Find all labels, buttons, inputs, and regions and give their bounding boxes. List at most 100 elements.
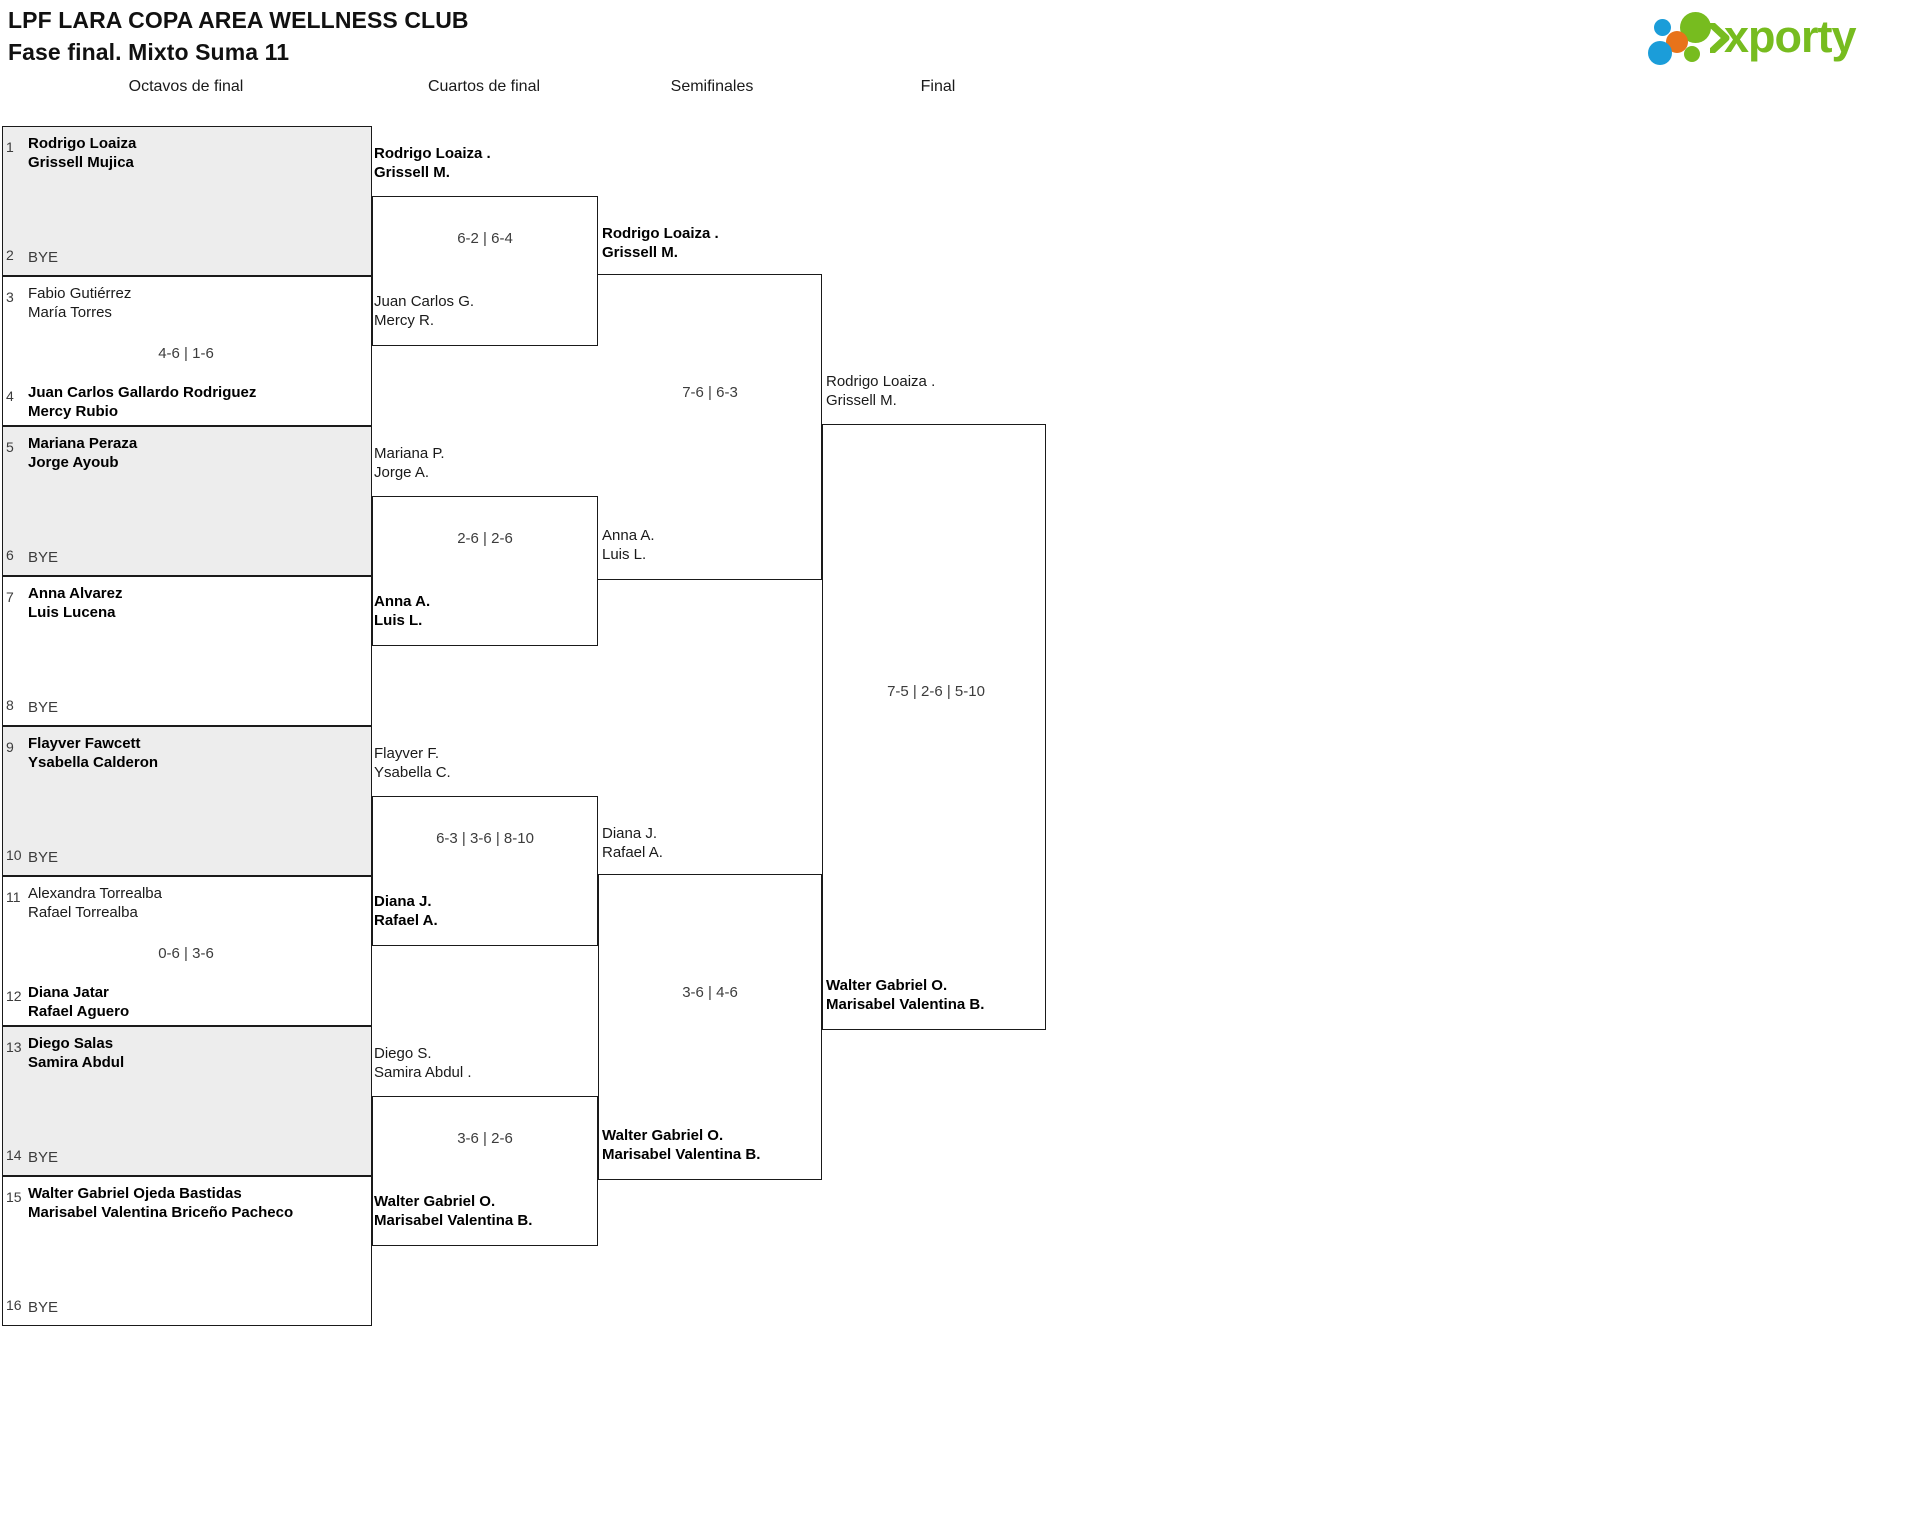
player-2: Marisabel Valentina B.: [374, 1212, 533, 1229]
player-1: Alexandra Torrealba: [28, 885, 162, 902]
player-2: Grissell M.: [602, 244, 678, 261]
r1-seed-1[interactable]: 1 Rodrigo Loaiza Grissell Mujica: [0, 134, 370, 172]
player-2: María Torres: [28, 304, 112, 321]
r1-seed-7[interactable]: 7 Anna Alvarez Luis Lucena: [0, 584, 370, 622]
player-2: Rafael A.: [602, 844, 663, 861]
r1-match-7[interactable]: [2, 1026, 372, 1176]
seed-number: 16: [6, 1297, 22, 1313]
player-1: Anna Alvarez: [28, 585, 123, 602]
r3-score-match2: 3-6 | 4-6: [682, 984, 738, 1001]
seed-players: Anna Alvarez Luis Lucena: [28, 584, 122, 622]
player-1: Walter Gabriel O.: [374, 1193, 496, 1210]
seed-players: Flayver Fawcett Ysabella Calderon: [28, 734, 158, 772]
player-2: Marisabel Valentina B.: [602, 1146, 761, 1163]
seed-number: 4: [6, 388, 14, 404]
player-1: Diana J.: [602, 825, 658, 842]
r1-seed-11[interactable]: 11 Alexandra Torrealba Rafael Torrealba: [0, 884, 370, 922]
r3-slot-3[interactable]: Diana J. Rafael A.: [602, 824, 663, 862]
r1-match-3[interactable]: [2, 426, 372, 576]
xporty-logo[interactable]: xporty: [1648, 7, 1898, 65]
r1-seed-3[interactable]: 3 Fabio Gutiérrez María Torres: [0, 284, 370, 322]
player-2: Grissell Mujica: [28, 154, 134, 171]
r1-seed-5[interactable]: 5 Mariana Peraza Jorge Ayoub: [0, 434, 370, 472]
player-2: Grissell M.: [374, 164, 450, 181]
r1-match-2[interactable]: [2, 276, 372, 426]
r1-seed-12[interactable]: 12 Diana Jatar Rafael Aguero: [0, 983, 370, 1021]
r1-seed-9[interactable]: 9 Flayver Fawcett Ysabella Calderon: [0, 734, 370, 772]
player-2: Rafael A.: [374, 912, 438, 929]
r1-match-5[interactable]: [2, 726, 372, 876]
r1-match-1[interactable]: [2, 126, 372, 276]
r1-seed-15[interactable]: 15 Walter Gabriel Ojeda Bastidas Marisab…: [0, 1184, 370, 1222]
r2-connector-2: [372, 496, 598, 646]
player-1: Juan Carlos Gallardo Rodriguez: [28, 384, 257, 401]
seed-players: BYE: [28, 849, 59, 866]
seed-number: 13: [6, 1039, 22, 1055]
r1-match-6[interactable]: [2, 876, 372, 1026]
player-1: Rodrigo Loaiza .: [374, 145, 491, 162]
r2-slot-8[interactable]: Walter Gabriel O. Marisabel Valentina B.: [374, 1192, 532, 1230]
r2-connector-3: [372, 796, 598, 946]
tournament-title: LPF LARA COPA AREA WELLNESS CLUB: [8, 7, 469, 33]
player-2: Jorge A.: [374, 464, 430, 481]
chevron-right-icon: [1710, 23, 1730, 53]
player-1: Rodrigo Loaiza: [28, 135, 137, 152]
seed-number: 12: [6, 988, 22, 1004]
r1-seed-13[interactable]: 13 Diego Salas Samira Abdul: [0, 1034, 370, 1072]
seed-number: 3: [6, 289, 14, 305]
player-1: Diana Jatar: [28, 984, 109, 1001]
player-1: Flayver Fawcett: [28, 735, 141, 752]
r2-slot-4[interactable]: Anna A. Luis L.: [374, 592, 430, 630]
r2-score-match1: 6-2 | 6-4: [457, 230, 513, 247]
player-2: Mercy Rubio: [28, 403, 119, 420]
player-2: Samira Abdul: [28, 1054, 125, 1071]
r4-slot-2-champion[interactable]: Walter Gabriel O. Marisabel Valentina B.: [826, 976, 984, 1014]
r1-seed-8[interactable]: 8 BYE: [0, 698, 370, 717]
r1-seed-16[interactable]: 16 BYE: [0, 1298, 370, 1317]
logo-dot-orange: [1666, 31, 1688, 53]
r1-match-4[interactable]: [2, 576, 372, 726]
seed-number: 1: [6, 139, 14, 155]
seed-number: 6: [6, 547, 14, 563]
r4-slot-1[interactable]: Rodrigo Loaiza . Grissell M.: [826, 372, 935, 410]
r4-score-final: 7-5 | 2-6 | 5-10: [887, 683, 985, 700]
seed-players: BYE: [28, 549, 59, 566]
r3-slot-4[interactable]: Walter Gabriel O. Marisabel Valentina B.: [602, 1126, 760, 1164]
player-1: Anna A.: [374, 593, 431, 610]
r2-slot-3[interactable]: Mariana P. Jorge A.: [374, 444, 445, 482]
r1-seed-2[interactable]: 2 BYE: [0, 248, 370, 267]
seed-number: 14: [6, 1147, 22, 1163]
r3-slot-1[interactable]: Rodrigo Loaiza . Grissell M.: [602, 224, 719, 262]
r1-seed-14[interactable]: 14 BYE: [0, 1148, 370, 1167]
r2-connector-4: [372, 1096, 598, 1246]
logo-dot-green-small: [1684, 46, 1700, 62]
r2-slot-2[interactable]: Juan Carlos G. Mercy R.: [374, 292, 474, 330]
r2-score-match2: 2-6 | 2-6: [457, 530, 513, 547]
player-1: Flayver F.: [374, 745, 440, 762]
player-2: Rafael Aguero: [28, 1003, 130, 1020]
r2-slot-1[interactable]: Rodrigo Loaiza . Grissell M.: [374, 144, 491, 182]
r1-seed-6[interactable]: 6 BYE: [0, 548, 370, 567]
player-2: Ysabella Calderon: [28, 754, 159, 771]
seed-number: 11: [6, 889, 21, 905]
player-2: Luis Lucena: [28, 604, 116, 621]
tournament-subtitle: Fase final. Mixto Suma 11: [8, 39, 290, 65]
player-1: Walter Gabriel O.: [826, 977, 948, 994]
r2-slot-7[interactable]: Diego S. Samira Abdul .: [374, 1044, 472, 1082]
r3-slot-2[interactable]: Anna A. Luis L.: [602, 526, 655, 564]
r1-seed-4[interactable]: 4 Juan Carlos Gallardo Rodriguez Mercy R…: [0, 383, 370, 421]
player-2: Grissell M.: [826, 392, 897, 409]
seed-players: Juan Carlos Gallardo Rodriguez Mercy Rub…: [28, 383, 256, 421]
r2-slot-5[interactable]: Flayver F. Ysabella C.: [374, 744, 451, 782]
r1-match-8[interactable]: [2, 1176, 372, 1326]
seed-players: Diana Jatar Rafael Aguero: [28, 983, 129, 1021]
round-heading-final: Final: [920, 78, 956, 95]
r2-slot-6[interactable]: Diana J. Rafael A.: [374, 892, 438, 930]
seed-number: 8: [6, 697, 14, 713]
seed-players: Walter Gabriel Ojeda Bastidas Marisabel …: [28, 1184, 293, 1222]
r3-score-match1: 7-6 | 6-3: [682, 384, 738, 401]
seed-number: 9: [6, 739, 14, 755]
round-heading-octavos: Octavos de final: [128, 78, 244, 95]
r1-seed-10[interactable]: 10 BYE: [0, 848, 370, 867]
seed-players: Alexandra Torrealba Rafael Torrealba: [28, 884, 162, 922]
